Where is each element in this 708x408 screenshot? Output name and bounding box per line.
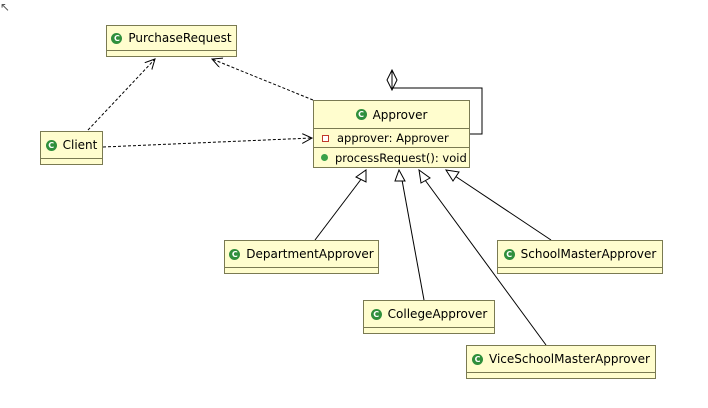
class-client[interactable]: C Client [40, 131, 103, 165]
dependency-client-approver [102, 138, 312, 148]
class-schoolmasterapprover[interactable]: C SchoolMasterApprover [497, 240, 663, 274]
aggregation-line [391, 70, 483, 135]
class-name: Client [62, 138, 98, 152]
class-name: ViceSchoolMasterApprover [489, 352, 650, 366]
class-icon: C [355, 109, 367, 120]
class-icon: C [111, 32, 123, 44]
class-icon: C [370, 308, 382, 320]
class-name: SchoolMasterApprover [520, 247, 657, 261]
cursor-icon: ↖ [0, 0, 11, 14]
class-name: CollegeApprover [387, 307, 488, 321]
class-departmentapprover[interactable]: C DepartmentApprover [224, 240, 379, 274]
class-viceschoolmasterapprover[interactable]: C ViceSchoolMasterApprover [466, 345, 656, 379]
generalization-schoolmaster-approver [454, 175, 552, 241]
class-name: DepartmentApprover [246, 247, 374, 261]
generalization-department-approver [314, 177, 363, 241]
generalization-arrowhead [418, 168, 431, 184]
class-collegeapprover[interactable]: C CollegeApprover [363, 300, 495, 334]
class-approver[interactable]: C Approver approver: Approver processReq… [313, 100, 470, 168]
generalization-arrowhead [444, 169, 460, 182]
class-name: PurchaseRequest [128, 31, 232, 45]
class-header: C Approver [314, 101, 469, 129]
field-label: approver: Approver [337, 131, 449, 145]
generalization-arrowhead [394, 168, 406, 182]
public-method-icon [321, 154, 328, 161]
private-field-icon [322, 134, 329, 142]
class-icon: C [472, 353, 484, 365]
method-label: processRequest(): void [335, 150, 467, 165]
class-method: processRequest(): void [314, 148, 469, 167]
class-name: Approver [372, 107, 428, 122]
class-purchaserequest[interactable]: C PurchaseRequest [106, 25, 237, 57]
generalization-arrowhead [355, 169, 367, 183]
generalization-viceschoolmaster-approver [424, 179, 547, 346]
dependency-client-purchaserequest [87, 59, 155, 131]
class-icon: C [229, 248, 241, 260]
dependency-approver-purchaserequest [212, 59, 314, 101]
class-icon: C [503, 248, 515, 260]
class-icon: C [45, 139, 57, 151]
generalization-college-approver [401, 179, 425, 301]
class-field: approver: Approver [314, 129, 469, 148]
